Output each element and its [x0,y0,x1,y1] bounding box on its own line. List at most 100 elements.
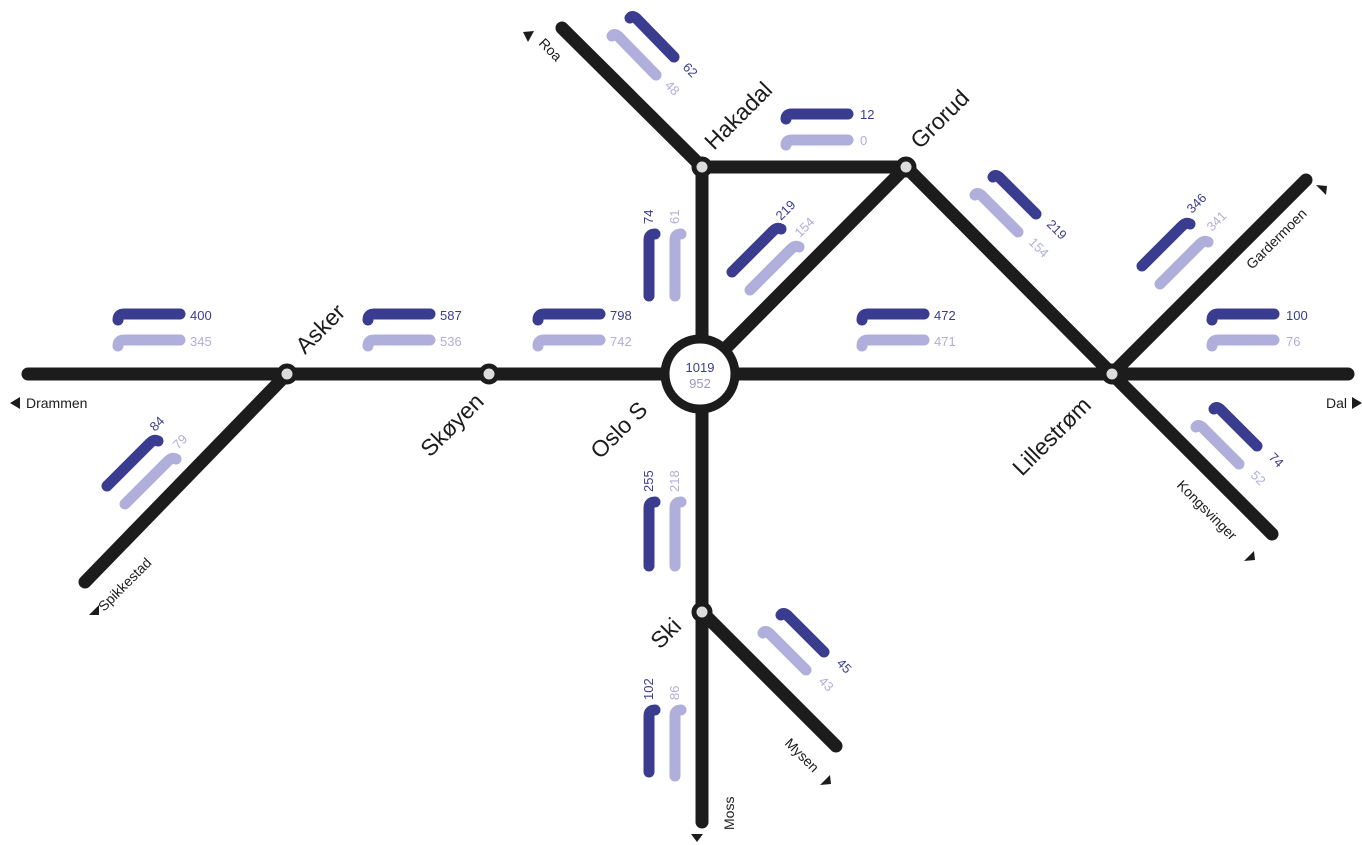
value-dark-spikkestad-asker: 84 [147,413,168,434]
bar-light-oslo-lillestrom [856,334,930,352]
value-dark-roa-hakadal: 62 [680,60,701,81]
bar-light-grorud-lillestrom [969,188,1024,238]
bar-dark-oslo-lillestrom [856,308,930,326]
bar-dark-lillestrom-dal [1206,308,1280,326]
bar-dark-ski-moss [643,704,661,778]
value-light-ski-moss: 86 [667,686,682,700]
station-asker[interactable] [276,363,298,385]
hub-value-light: 952 [689,376,711,391]
dest-moss: Moss [721,797,737,830]
station-grorud[interactable] [895,156,917,178]
bar-light-lillestrom-gardermoen [1154,235,1214,290]
bars-oslo-lillestrom: 472 471 [856,308,956,352]
bar-dark-lillestrom-gardermoen [1136,217,1196,272]
value-light-spikkestad-asker: 79 [170,431,191,452]
arrow-kongsvinger-icon [1244,551,1255,561]
bar-dark-oslo-hakadal [643,228,661,302]
label-hakadal: Hakadal [699,76,777,154]
value-light-roa-hakadal: 48 [662,78,683,99]
track-lillestrom-kongsvinger [1105,367,1279,541]
value-dark-lillestrom-gardermoen: 346 [1184,190,1210,216]
value-light-lillestrom-kongsvinger: 52 [1248,468,1269,489]
bars-skoyen-oslo: 798 742 [532,308,632,352]
bar-dark-lillestrom-kongsvinger [1208,402,1263,452]
bar-light-asker-skoyen [362,334,436,352]
tracks [21,21,1355,829]
bar-light-drammen-asker [112,334,186,352]
track-asker-spikkestad [78,367,294,589]
bars-lillestrom-dal: 100 76 [1206,308,1308,352]
bars-hakadal-grorud: 12 0 [780,107,874,151]
bar-light-roa-hakadal [606,29,662,81]
value-dark-lillestrom-dal: 100 [1286,308,1308,323]
label-grorud: Grorud [905,85,974,154]
value-dark-drammen-asker: 400 [190,308,212,323]
station-ski[interactable] [691,601,713,623]
label-oslo-s: Oslo S [585,396,652,463]
bar-dark-spikkestad-asker [101,434,164,492]
value-light-skoyen-oslo: 742 [610,334,632,349]
bars-roa-hakadal: 62 48 [606,11,701,99]
dest-dal: Dal [1326,395,1347,411]
bar-light-oslo-grorud [744,240,805,296]
value-light-drammen-asker: 345 [190,334,212,349]
bars-oslo-ski: 255 218 [641,470,687,572]
value-dark-ski-mysen: 45 [834,656,855,677]
value-dark-oslo-grorud: 219 [773,197,799,223]
value-dark-grorud-lillestrom: 219 [1044,217,1070,243]
value-dark-oslo-ski: 255 [641,470,656,492]
station-hakadal[interactable] [691,156,713,178]
bar-dark-drammen-asker [112,308,186,326]
label-asker: Asker [290,298,350,358]
arrow-drammen-icon [10,397,20,409]
value-light-oslo-hakadal: 61 [667,210,682,224]
track-lillestrom-gardermoen [1105,173,1313,381]
bar-light-lillestrom-dal [1206,334,1280,352]
station-lillestrom[interactable] [1101,363,1123,385]
bars-ski-moss: 102 86 [641,678,687,782]
bars-spikkestad-asker: 84 79 [101,413,191,510]
bar-dark-oslo-grorud [726,222,787,278]
value-light-lillestrom-gardermoen: 341 [1204,208,1230,234]
value-dark-ski-moss: 102 [641,678,656,700]
arrow-dal-icon [1352,397,1362,409]
bars-asker-skoyen: 587 536 [362,308,462,352]
value-dark-asker-skoyen: 587 [440,308,462,323]
value-light-oslo-grorud: 154 [792,214,818,240]
bar-light-spikkestad-asker [119,452,182,510]
dest-drammen: Drammen [26,395,87,411]
station-oslo-s[interactable] [660,334,740,414]
bar-dark-hakadal-grorud [780,108,854,125]
value-dark-oslo-hakadal: 74 [641,210,656,224]
value-dark-lillestrom-kongsvinger: 74 [1266,450,1287,471]
bar-dark-asker-skoyen [362,308,436,326]
arrow-moss-icon [691,834,703,842]
bar-light-skoyen-oslo [532,334,606,352]
bar-light-oslo-hakadal [669,228,687,302]
bar-dark-oslo-ski [643,496,661,572]
value-light-hakadal-grorud: 0 [860,133,867,148]
bar-dark-skoyen-oslo [532,308,606,326]
label-lillestrom: Lillestrøm [1007,392,1096,481]
arrow-gardermoen-icon [1316,185,1327,195]
track-hakadal-roa [555,21,709,174]
station-skoyen[interactable] [478,363,500,385]
value-dark-oslo-lillestrom: 472 [934,308,956,323]
track-grorud-lillestrom [899,160,1119,381]
bar-light-oslo-ski [669,496,687,572]
track-ski-mysen [695,605,843,753]
bar-light-ski-moss [669,704,687,782]
value-light-lillestrom-dal: 76 [1286,334,1300,349]
arrow-mysen-icon [820,775,831,785]
stations: 1019 952 [276,156,1123,623]
value-light-asker-skoyen: 536 [440,334,462,349]
arrow-spikkestad-icon [89,605,99,615]
bar-dark-ski-mysen [775,608,830,658]
value-light-oslo-ski: 218 [667,470,682,492]
bar-dark-grorud-lillestrom [987,170,1042,220]
dest-roa: Roa [536,35,566,65]
label-skoyen: Skøyen [415,388,489,462]
value-light-oslo-lillestrom: 471 [934,334,956,349]
